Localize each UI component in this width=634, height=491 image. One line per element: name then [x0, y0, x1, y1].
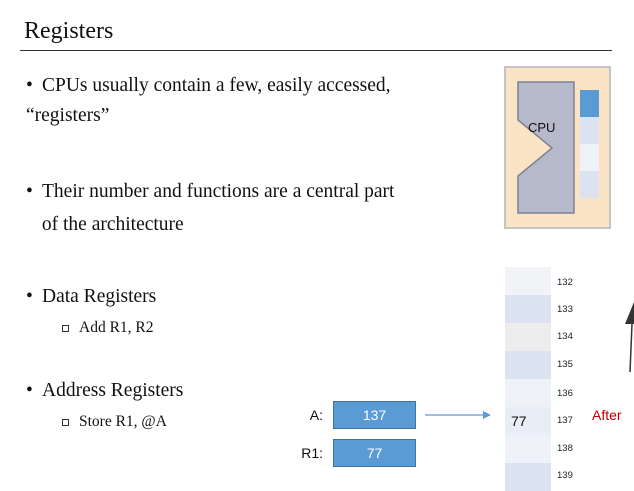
- slide-title: Registers: [24, 18, 114, 44]
- memory-cell: [505, 435, 551, 463]
- square-bullet-icon: [62, 418, 69, 426]
- cpu-register: [580, 117, 599, 144]
- cpu-register-stack: [580, 90, 599, 198]
- register-r1-value: 77: [366, 445, 383, 461]
- bullet-dot: •: [26, 181, 33, 202]
- bullet-text: of the architecture: [37, 214, 184, 235]
- memory-cell: [505, 463, 551, 491]
- bullet-cpus-registers-cont: “registers”: [26, 102, 109, 130]
- bullet-text: Address Registers: [42, 380, 184, 401]
- bullet-text: Their number and functions are a central…: [42, 181, 395, 202]
- bullet-dot: •: [26, 75, 33, 96]
- memory-value: 77: [511, 413, 527, 429]
- sub-bullet-text: Add R1, R2: [79, 319, 154, 336]
- memory-cell: [505, 323, 551, 351]
- memory-cell: [505, 267, 551, 295]
- memory-address: 138: [557, 443, 573, 454]
- bullet-cpus-registers: • CPUs usually contain a few, easily acc…: [26, 72, 391, 100]
- sub-bullet-store: Store R1, @A: [62, 412, 167, 432]
- memory-address: 132: [557, 277, 573, 288]
- memory-cell-137: 77: [505, 407, 551, 435]
- bullet-dot: •: [26, 286, 33, 307]
- memory-cell: [505, 379, 551, 407]
- after-state-label: After: [592, 407, 622, 423]
- variable-a-value: 137: [362, 407, 387, 423]
- title-divider: [20, 50, 612, 51]
- cpu-register-active: [580, 90, 599, 117]
- memory-address: 134: [557, 331, 573, 342]
- memory-address: 135: [557, 359, 573, 370]
- variable-a-box: 137: [333, 401, 416, 429]
- memory-address: 137: [557, 415, 573, 426]
- variable-label-a: A:: [309, 407, 323, 423]
- memory-cell: [505, 351, 551, 379]
- cpu-body-shape: [517, 81, 575, 214]
- edge-arrow-fragment: [625, 302, 634, 372]
- register-r1-box: 77: [333, 439, 416, 467]
- bullet-address-registers: • Address Registers: [26, 377, 183, 405]
- cpu-register: [580, 144, 599, 171]
- memory-column: 77: [505, 267, 551, 491]
- cpu-chip-shape: [517, 81, 575, 214]
- memory-address: 133: [557, 304, 573, 315]
- bullet-text: CPUs usually contain a few, easily acces…: [42, 75, 391, 96]
- memory-address: 136: [557, 388, 573, 399]
- sub-bullet-text: Store R1, @A: [79, 413, 167, 430]
- sub-bullet-add: Add R1, R2: [62, 318, 154, 338]
- bullet-number-functions: • Their number and functions are a centr…: [26, 178, 394, 206]
- bullet-dot: •: [26, 380, 33, 401]
- bullet-data-registers: • Data Registers: [26, 283, 156, 311]
- cpu-register: [580, 171, 599, 198]
- bullet-text: Data Registers: [42, 286, 157, 307]
- square-bullet-icon: [62, 324, 69, 332]
- pointer-arrow: [425, 411, 491, 419]
- bullet-text: “registers”: [26, 105, 110, 126]
- cpu-label: CPU: [528, 120, 556, 135]
- bullet-number-functions-cont: of the architecture: [37, 211, 184, 239]
- variable-label-r1: R1:: [301, 445, 323, 461]
- memory-cell: [505, 295, 551, 323]
- memory-address: 139: [557, 470, 573, 481]
